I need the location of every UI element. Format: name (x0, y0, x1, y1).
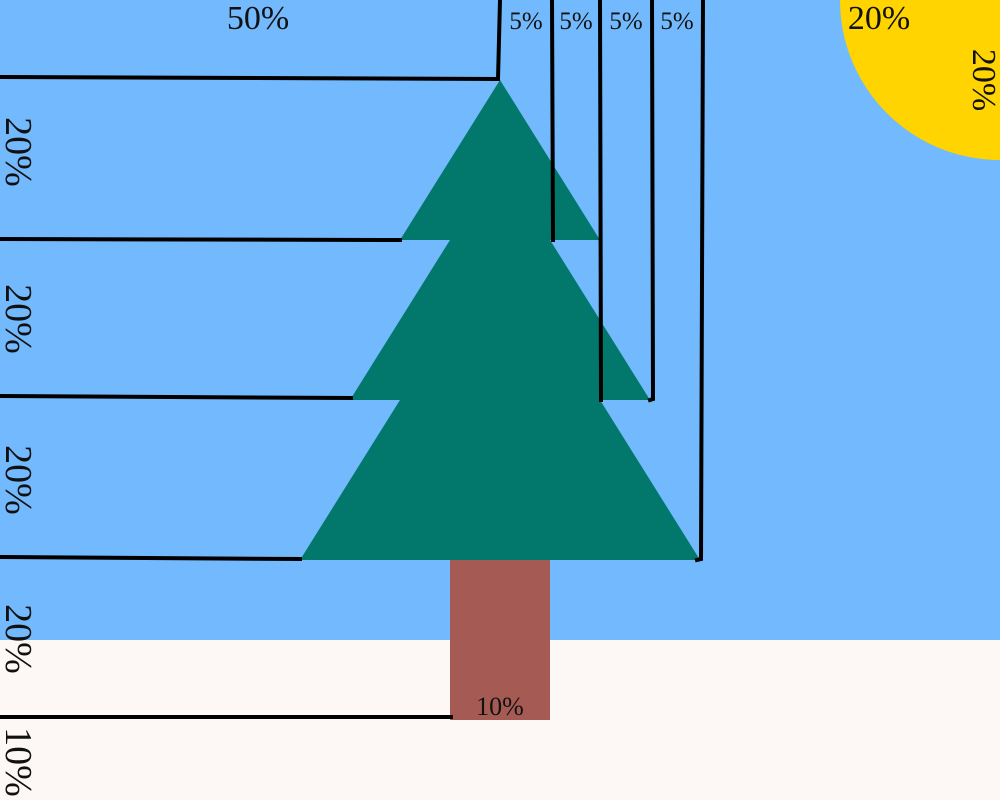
guide-line-left-3 (0, 554, 303, 562)
label-sun-side: 20% (965, 49, 1000, 111)
label-left-3: 20% (0, 445, 39, 515)
label-sun-top: 20% (848, 0, 910, 37)
label-top-narrow-1: 5% (509, 8, 542, 35)
guide-line-vertical-4 (694, 0, 706, 563)
tree-trunk (450, 560, 550, 720)
label-left-1: 20% (0, 117, 39, 187)
label-top-left: 50% (227, 0, 289, 37)
label-top-narrow-3: 5% (609, 8, 642, 35)
sun (840, 0, 1000, 160)
label-left-5: 10% (0, 727, 39, 797)
guide-line-vertical-1 (549, 0, 556, 243)
guide-line-left-2 (0, 393, 354, 401)
guide-line-left-1 (0, 236, 403, 243)
label-trunk: 10% (476, 692, 524, 721)
tree-tier-top (400, 80, 600, 240)
label-left-2: 20% (0, 284, 39, 354)
guide-line-vertical-3 (647, 0, 656, 403)
tree-tier-middle (350, 160, 650, 400)
label-top-narrow-2: 5% (559, 8, 592, 35)
label-top-narrow-4: 5% (660, 8, 693, 35)
label-left-4: 20% (0, 604, 39, 674)
guide-line-vertical-2 (597, 0, 604, 403)
guide-line-top-left (0, 0, 503, 82)
